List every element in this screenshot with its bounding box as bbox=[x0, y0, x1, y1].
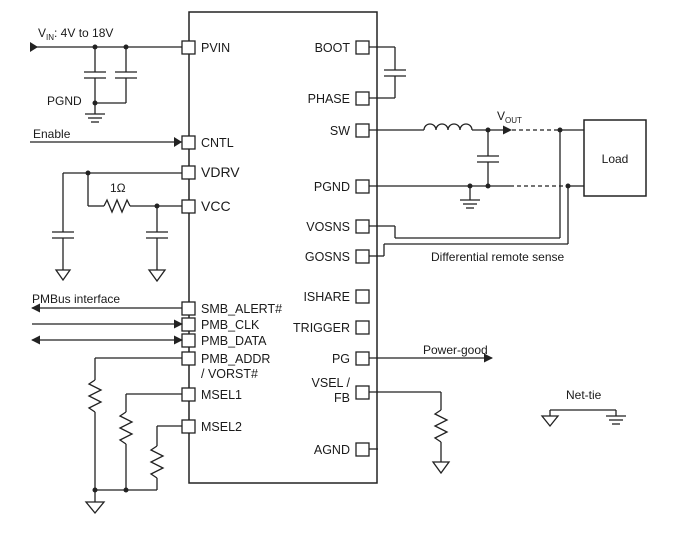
ic-body bbox=[188, 11, 378, 484]
enable-label: Enable bbox=[33, 127, 71, 141]
pmbus-wires bbox=[31, 303, 183, 345]
net-tie-symbol bbox=[540, 409, 626, 428]
pin-label-agnd: AGND bbox=[314, 443, 350, 457]
vin-wire bbox=[30, 42, 182, 123]
pmbus-label: PMBus interface bbox=[32, 292, 120, 306]
pin-label-vorst: / VORST# bbox=[201, 367, 258, 381]
vdrv-vcc-network bbox=[52, 170, 182, 283]
enable-wire bbox=[30, 137, 182, 147]
pin-label-pmb-addr: PMB_ADDR bbox=[201, 352, 270, 366]
pin-vsel bbox=[355, 385, 370, 400]
pin-label-smb-alert: SMB_ALERT# bbox=[201, 302, 282, 316]
boot-capacitor bbox=[369, 46, 406, 99]
vsel-resistor bbox=[369, 391, 451, 475]
pin-label-pmb-clk: PMB_CLK bbox=[201, 318, 260, 332]
pin-label-pmb-data: PMB_DATA bbox=[201, 334, 267, 348]
pin-trigger bbox=[355, 320, 370, 335]
pin-agnd bbox=[355, 442, 370, 457]
resistor-label: 1Ω bbox=[110, 181, 126, 195]
pin-label-vdrv: VDRV bbox=[201, 164, 240, 180]
vout-label: VOUT bbox=[497, 109, 522, 125]
pgnd-label: PGND bbox=[47, 94, 82, 108]
pin-label-vsel: VSEL / bbox=[312, 376, 351, 390]
pin-msel2 bbox=[181, 419, 196, 434]
pin-vosns bbox=[355, 219, 370, 234]
pin-phase bbox=[355, 91, 370, 106]
pin-pmb-addr bbox=[181, 351, 196, 366]
power-good-wire bbox=[369, 353, 493, 363]
pin-msel1 bbox=[181, 387, 196, 402]
pin-ishare bbox=[355, 289, 370, 304]
pin-label-sw: SW bbox=[330, 124, 350, 138]
msel-resistor-network bbox=[84, 357, 182, 515]
vin-label: VIN: 4V to 18V bbox=[38, 26, 113, 42]
pin-vdrv bbox=[181, 165, 196, 180]
pin-label-vcc: VCC bbox=[201, 198, 231, 214]
pin-smb-alert bbox=[181, 301, 196, 316]
pin-label-pg: PG bbox=[332, 352, 350, 366]
pin-label-gosns: GOSNS bbox=[305, 250, 350, 264]
pin-label-fb: FB bbox=[334, 391, 350, 405]
sw-output-path bbox=[369, 123, 584, 186]
pin-sw bbox=[355, 123, 370, 138]
load-box bbox=[583, 119, 647, 197]
pin-pgnd bbox=[355, 179, 370, 194]
pin-label-phase: PHASE bbox=[308, 92, 350, 106]
pin-label-pgnd: PGND bbox=[314, 180, 350, 194]
pin-cntl bbox=[181, 135, 196, 150]
pin-pmb-data bbox=[181, 333, 196, 348]
pin-boot bbox=[355, 40, 370, 55]
pin-vcc bbox=[181, 199, 196, 214]
remote-sense-wires bbox=[369, 130, 569, 257]
pin-label-boot: BOOT bbox=[315, 41, 351, 55]
pin-label-msel1: MSEL1 bbox=[201, 388, 242, 402]
pin-pmb-clk bbox=[181, 317, 196, 332]
net-tie-label: Net-tie bbox=[566, 388, 602, 402]
pin-gosns bbox=[355, 249, 370, 264]
pin-pvin bbox=[181, 40, 196, 55]
pin-label-ishare: ISHARE bbox=[303, 290, 350, 304]
pin-label-cntl: CNTL bbox=[201, 136, 234, 150]
pin-label-pvin: PVIN bbox=[201, 41, 230, 55]
pin-label-msel2: MSEL2 bbox=[201, 420, 242, 434]
pin-label-vosns: VOSNS bbox=[306, 220, 350, 234]
load-label: Load bbox=[602, 152, 629, 166]
power-good-label: Power-good bbox=[423, 343, 488, 357]
pin-label-trigger: TRIGGER bbox=[293, 321, 350, 335]
pin-pg bbox=[355, 351, 370, 366]
pgnd-return-path bbox=[369, 183, 584, 209]
remote-sense-label: Differential remote sense bbox=[431, 250, 565, 264]
